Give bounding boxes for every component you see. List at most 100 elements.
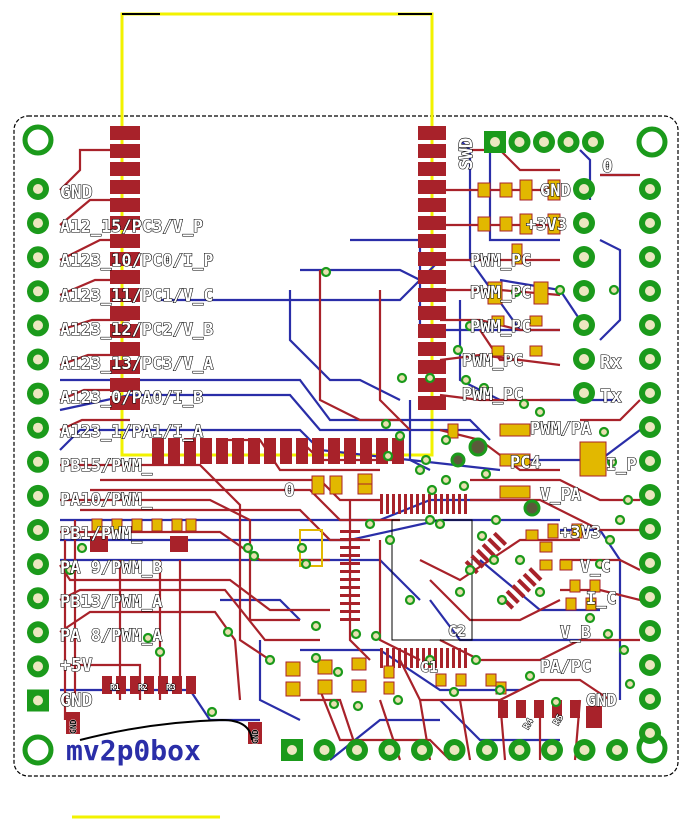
label-swd: SWD xyxy=(456,137,477,170)
via xyxy=(222,626,234,638)
label-r2: R2 xyxy=(138,683,148,692)
label-gnd-small-2: GND xyxy=(251,729,260,744)
label-left-11: PA 9/PWM_B xyxy=(60,558,162,578)
left-header-pin-hole xyxy=(33,627,43,638)
right-labels: SWD 0 GND +3V3 PWM_PC PWM_PC PWM_PC PWM_… xyxy=(455,137,637,712)
right-outer-pin-hole xyxy=(645,286,655,296)
right-inner-pin-hole xyxy=(579,354,589,364)
label-right-pwm2: PWM_PC xyxy=(470,283,531,303)
right-outer-pin-hole xyxy=(645,660,655,670)
board-logo: mv2p0box xyxy=(66,734,201,767)
bottom-header-pin-hole xyxy=(384,745,395,755)
label-gnd-bottom: GND xyxy=(60,690,93,711)
via xyxy=(296,542,308,554)
left-header-pin-hole xyxy=(33,525,43,535)
via xyxy=(464,564,476,576)
large-vias xyxy=(450,437,541,517)
via xyxy=(584,612,596,624)
label-right-vb: V_B xyxy=(560,623,591,643)
label-left-3: A123_11/PC1/V_C xyxy=(60,286,214,306)
right-inner-pin-hole xyxy=(579,286,589,296)
left-header-pin-hole xyxy=(33,184,43,194)
right-outer-pin-hole xyxy=(645,422,655,432)
left-header xyxy=(27,178,49,712)
label-r1: R1 xyxy=(110,683,120,692)
via xyxy=(154,646,166,658)
right-outer-pin-hole xyxy=(645,490,655,500)
left-header-pin-hole xyxy=(33,422,43,433)
swd-pin-hole xyxy=(588,137,598,147)
via xyxy=(332,666,344,678)
left-header-pin-hole xyxy=(33,218,43,229)
label-left-2: A123_10/PC0/I_P xyxy=(60,251,214,271)
label-left-9: PA10/PWM_ xyxy=(60,490,153,510)
label-right-tx: Tx xyxy=(600,386,622,407)
via xyxy=(524,670,536,682)
left-labels: GND A12_15/PC3/V_P A123_10/PC0/I_P A123_… xyxy=(59,181,214,711)
swd-pin-hole xyxy=(563,137,574,147)
label-right-pwm4: PWM_PC xyxy=(462,351,523,371)
board-outline xyxy=(13,115,679,777)
via xyxy=(424,372,436,384)
via xyxy=(622,494,634,506)
via xyxy=(206,706,218,718)
via xyxy=(554,284,566,296)
left-header-pin-hole xyxy=(33,559,43,570)
left-header-pin-hole xyxy=(33,252,43,263)
bottom-header-pin-hole xyxy=(352,745,362,755)
bottom-header-pin-hole xyxy=(287,745,297,755)
label-right-vpa: V_PA xyxy=(540,485,581,505)
via xyxy=(448,686,460,698)
label-left-6: A123_0/PA0/I_B xyxy=(60,388,203,408)
via xyxy=(76,542,88,554)
via xyxy=(606,456,618,468)
via xyxy=(264,654,276,666)
left-header-pin-hole xyxy=(33,490,43,501)
via xyxy=(514,554,526,566)
left-header-pin-hole xyxy=(33,593,43,604)
swd-pin-hole xyxy=(490,137,500,147)
label-zero: 0 xyxy=(602,156,613,177)
via xyxy=(598,426,610,438)
logo-swoosh xyxy=(79,718,253,741)
left-header-pin-hole xyxy=(33,661,43,672)
label-left-7: A123_1/PA1/I_A xyxy=(60,422,203,442)
bottom-header-pin-hole xyxy=(482,745,492,755)
via xyxy=(352,700,364,712)
left-header-pin-hole xyxy=(33,456,43,467)
label-gnd-small-1: GND xyxy=(69,719,78,734)
right-outer-pin-hole xyxy=(645,694,655,704)
smd-components xyxy=(66,179,607,744)
via xyxy=(476,530,488,542)
right-inner-pin-hole xyxy=(579,218,589,228)
via xyxy=(458,480,470,492)
via xyxy=(248,550,260,562)
label-left-4: A123_12/PC2/V_B xyxy=(60,320,214,340)
left-header-pin-hole xyxy=(33,388,43,399)
right-header-outer xyxy=(639,178,661,744)
bottom-header-pin-hole xyxy=(417,745,427,755)
via xyxy=(480,468,492,480)
bottom-header-pin-hole xyxy=(579,745,590,755)
right-outer-pin-hole xyxy=(645,524,655,534)
via xyxy=(618,644,630,656)
via xyxy=(550,696,562,708)
swd-header xyxy=(484,131,604,153)
label-right-pwm5: PWM_PC xyxy=(462,385,523,405)
bottom-header xyxy=(281,739,628,761)
label-right-3v3: +3V3 xyxy=(526,215,567,235)
right-outer-pin-hole xyxy=(645,218,655,228)
label-c2: C2 xyxy=(448,622,466,640)
via xyxy=(604,534,616,546)
via xyxy=(440,474,452,486)
swd-pin-hole xyxy=(514,137,525,147)
right-outer-pin-hole xyxy=(645,592,655,602)
via xyxy=(614,514,626,526)
right-inner-pin-hole xyxy=(579,184,589,194)
via xyxy=(494,684,506,696)
via xyxy=(426,484,438,496)
via xyxy=(300,558,312,570)
via xyxy=(464,320,476,332)
via xyxy=(394,430,406,442)
